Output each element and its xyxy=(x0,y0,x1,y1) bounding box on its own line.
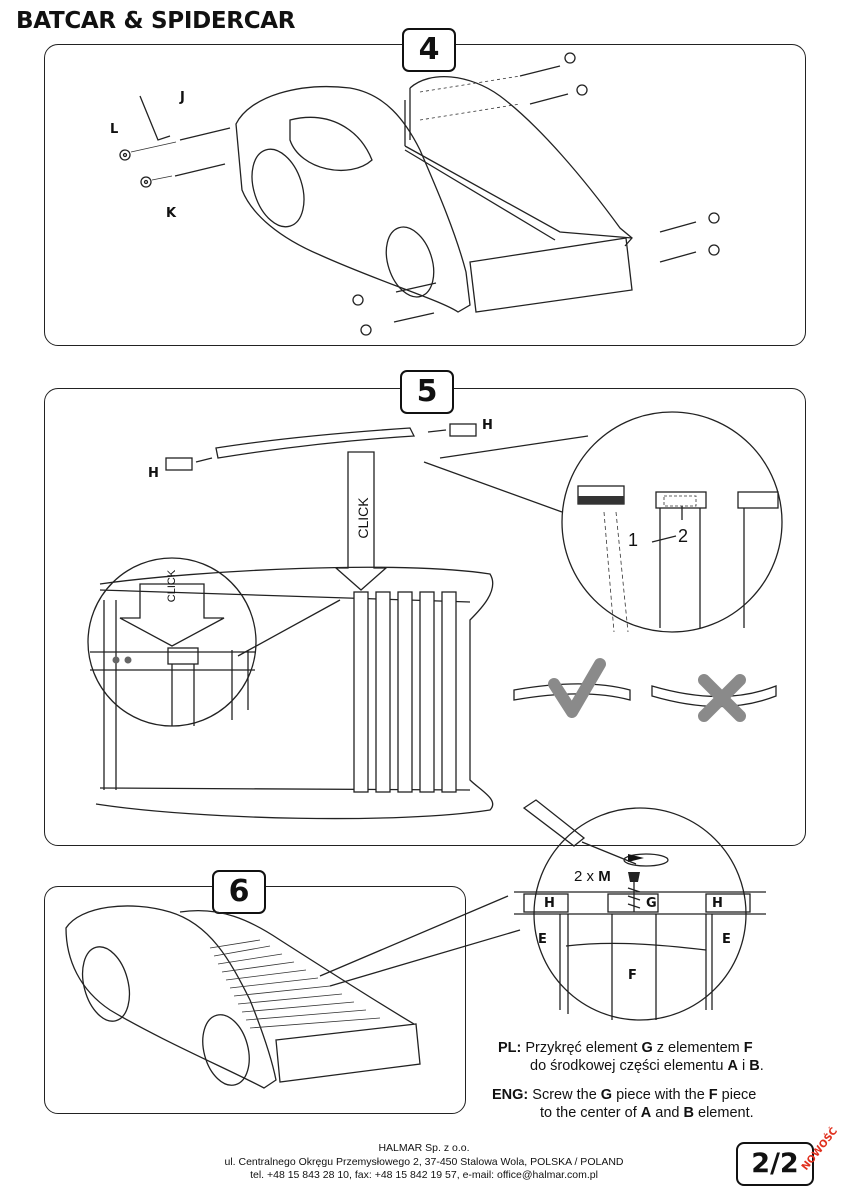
page-number: 2/2 xyxy=(736,1142,814,1186)
label-bracket-H-right: H xyxy=(482,418,493,433)
pl-text-5: . xyxy=(759,1058,764,1074)
pl-g: G xyxy=(641,1040,653,1056)
pl-text-3: do środkowej części elementu xyxy=(530,1058,728,1074)
pl-text-1: Przykręć element xyxy=(525,1040,642,1056)
instruction-eng-line1: ENG: Screw the G piece with the F piece xyxy=(492,1086,822,1104)
instruction-pl-line1: PL: Przykręć element G z elementem F xyxy=(498,1039,818,1057)
label-step-2: 2 xyxy=(678,526,689,546)
label-allen-key-L: L xyxy=(110,122,119,137)
label-H-right: H xyxy=(712,896,723,911)
eng-a: A xyxy=(640,1105,652,1121)
lang-code-eng: ENG: xyxy=(492,1087,529,1103)
eng-text-6: element. xyxy=(693,1105,754,1121)
eng-text-1: Screw the xyxy=(532,1087,601,1103)
step-6-illustration xyxy=(65,799,766,1089)
eng-text-5: and xyxy=(651,1105,684,1121)
eng-text-3: piece xyxy=(717,1087,757,1103)
footer-company: HALMAR Sp. z o.o. xyxy=(378,1142,470,1154)
screw-part-M: M xyxy=(598,868,611,885)
pl-f: F xyxy=(743,1040,753,1056)
document-title: BATCAR & SPIDERCAR xyxy=(16,8,296,34)
footer-contact: tel. +48 15 843 28 10, fax: +48 15 842 1… xyxy=(250,1169,598,1181)
step-6-number: 6 xyxy=(212,870,266,914)
instruction-pl-line2: do środkowej części elementu A i B. xyxy=(498,1057,818,1075)
eng-b: B xyxy=(683,1105,694,1121)
label-G: G xyxy=(646,896,657,911)
eng-g: G xyxy=(600,1087,613,1103)
instruction-eng: ENG: Screw the G piece with the F piece … xyxy=(492,1086,822,1122)
instruction-pl: PL: Przykręć element G z elementem F do … xyxy=(498,1039,818,1075)
instruction-eng-line2: to the center of A and B element. xyxy=(492,1104,822,1122)
screw-quantity-text: 2 x xyxy=(574,868,595,885)
lang-code-pl: PL: xyxy=(498,1040,522,1056)
eng-text-4: to the center of xyxy=(540,1105,641,1121)
pl-text-2: z elementem xyxy=(652,1040,744,1056)
label-bolt-J: J xyxy=(180,90,185,105)
label-step-1: 1 xyxy=(628,530,639,550)
eng-text-2: piece with the xyxy=(612,1087,709,1103)
pl-a: A xyxy=(727,1058,738,1074)
pl-b: B xyxy=(749,1058,760,1074)
footer-address: ul. Centralnego Okręgu Przemysłowego 2, … xyxy=(224,1155,624,1168)
step-5-number: 5 xyxy=(400,370,454,414)
pl-text-4: i xyxy=(737,1058,750,1074)
label-F: F xyxy=(628,968,637,983)
screw-quantity: 2 x M xyxy=(574,868,611,885)
footer: HALMAR Sp. z o.o. ul. Centralnego Okręgu… xyxy=(0,1142,848,1183)
label-washer-K: K xyxy=(166,206,177,221)
label-E-right: E xyxy=(722,932,731,947)
label-bracket-H-left: H xyxy=(148,466,159,481)
step-4-illustration xyxy=(119,52,720,336)
step-4-panel xyxy=(44,44,806,346)
eng-f: F xyxy=(708,1087,718,1103)
step-6-panel xyxy=(44,886,466,1114)
step-4-number: 4 xyxy=(402,28,456,72)
label-E-left: E xyxy=(538,932,547,947)
step-5-illustration xyxy=(87,411,783,820)
label-H-left: H xyxy=(544,896,555,911)
